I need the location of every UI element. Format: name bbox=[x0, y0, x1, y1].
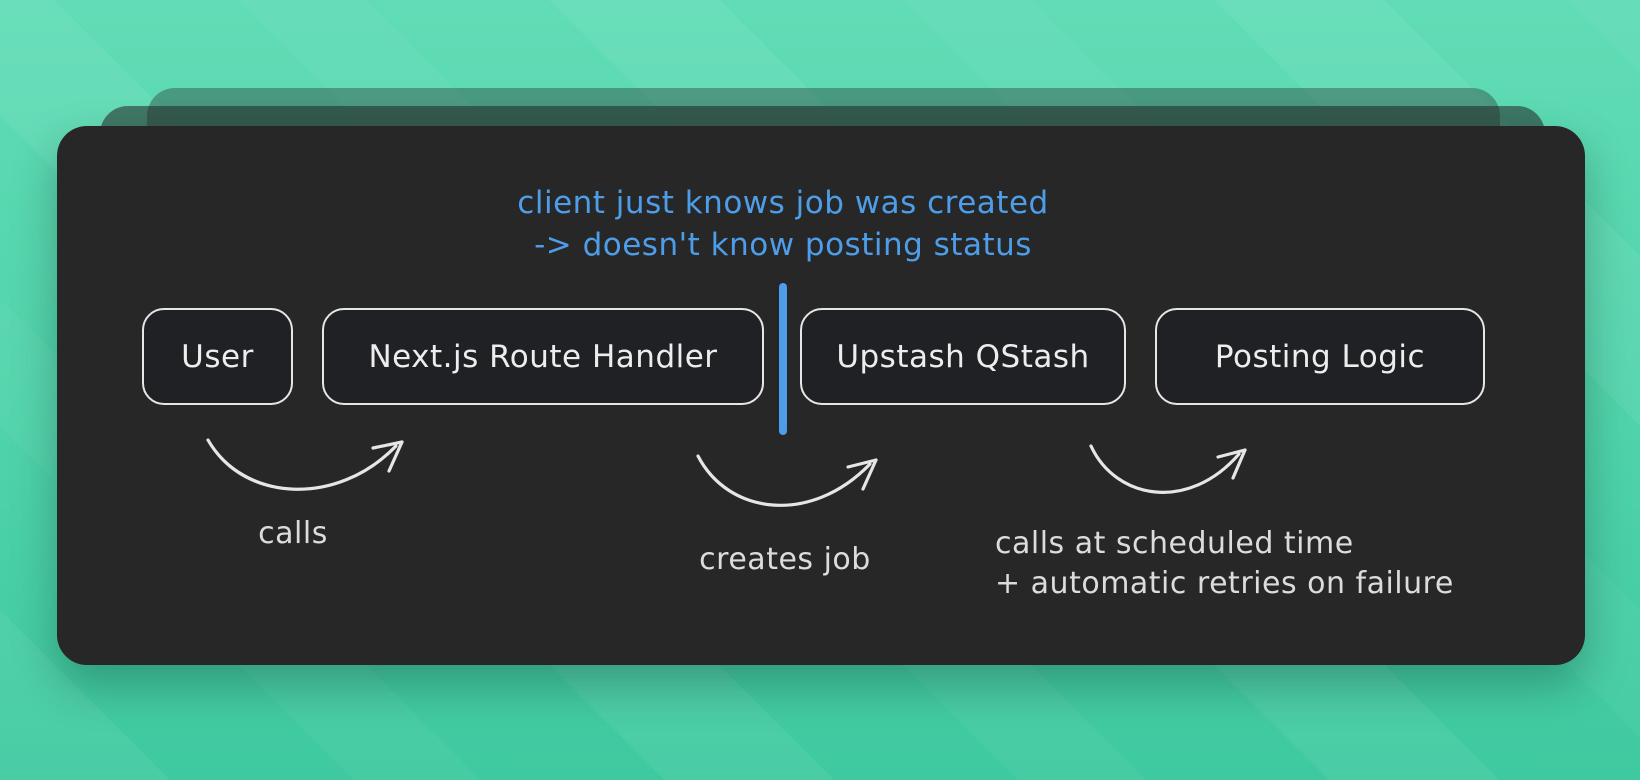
edge-label-calls: calls bbox=[258, 516, 328, 551]
node-user-label: User bbox=[181, 338, 254, 375]
annotation-line-1: client just knows job was created bbox=[517, 185, 1049, 221]
annotation-note: client just knows job was created -> doe… bbox=[517, 182, 1048, 266]
arrow-calls-icon bbox=[206, 438, 404, 491]
edge-label-scheduled: calls at scheduled time + automatic retr… bbox=[995, 524, 1454, 604]
arrow-scheduled-call-icon bbox=[1089, 444, 1247, 494]
node-qstash-label: Upstash QStash bbox=[836, 338, 1090, 375]
edge-label-scheduled-line-1: calls at scheduled time bbox=[995, 526, 1354, 561]
node-route-handler-label: Next.js Route Handler bbox=[368, 338, 718, 375]
diagram-card: client just knows job was created -> doe… bbox=[57, 126, 1585, 665]
node-user: User bbox=[142, 308, 293, 405]
edge-label-creates-job: creates job bbox=[699, 542, 871, 577]
arrow-creates-job-icon bbox=[696, 454, 878, 507]
edge-label-scheduled-line-2: + automatic retries on failure bbox=[995, 566, 1454, 601]
node-posting-logic: Posting Logic bbox=[1155, 308, 1485, 405]
annotation-line-2: -> doesn't know posting status bbox=[534, 227, 1032, 263]
node-route-handler: Next.js Route Handler bbox=[322, 308, 764, 405]
node-qstash: Upstash QStash bbox=[800, 308, 1126, 405]
node-posting-logic-label: Posting Logic bbox=[1214, 338, 1426, 375]
annotation-pointer-line bbox=[779, 283, 787, 435]
